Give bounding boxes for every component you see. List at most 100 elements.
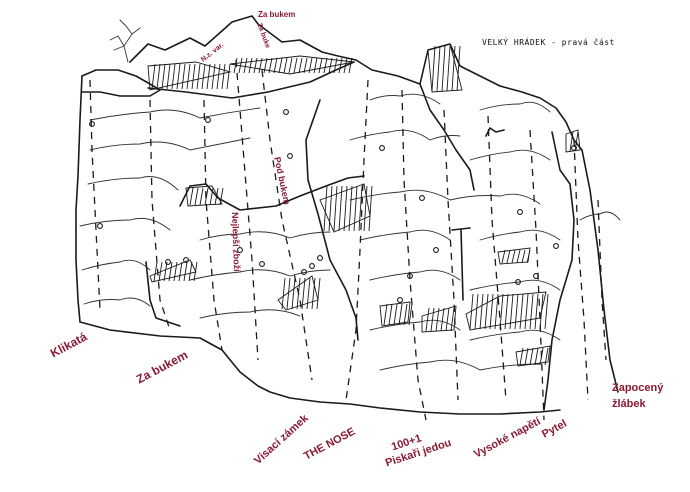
hatch-stroke: [348, 57, 353, 74]
hatch-stroke: [393, 303, 398, 326]
strata-line: [369, 319, 461, 331]
hatch-stroke: [168, 261, 173, 282]
label-zlabek: žlábek: [612, 398, 646, 410]
overhang-patch: [319, 183, 373, 233]
bolt-icon: [183, 257, 189, 263]
hatch-stroke: [206, 63, 211, 90]
hatch-stroke: [201, 63, 206, 90]
strata-line: [79, 217, 171, 231]
hatch-stroke: [479, 293, 484, 330]
label-za-bukem-top: Za bukem: [258, 10, 296, 19]
hatch-stroke: [506, 249, 511, 264]
hatch-stroke: [178, 261, 183, 282]
hatch-stroke: [173, 261, 178, 282]
strata-line: [349, 189, 541, 205]
hatch-stroke: [456, 45, 461, 92]
strata-line: [199, 309, 301, 319]
bolt-icon: [379, 145, 385, 151]
hatch-stroke: [238, 57, 243, 74]
bolt-icon: [419, 195, 425, 201]
left-boulder: [81, 69, 161, 97]
strata-line: [579, 211, 621, 221]
strata-line: [469, 279, 561, 291]
hatch-stroke: [450, 307, 455, 332]
nose-pillar: [305, 99, 359, 341]
hatch-stroke: [263, 57, 268, 74]
hatch-stroke: [445, 307, 450, 332]
hatch-stroke: [446, 45, 451, 92]
hatch-stroke: [574, 131, 579, 152]
hatch-stroke: [511, 249, 516, 264]
strata-line: [479, 101, 551, 113]
strata-line: [199, 231, 331, 241]
hatch-stroke: [343, 185, 348, 232]
route-line: [89, 79, 101, 311]
anchor-icon: [451, 227, 471, 301]
overhang-patch: [421, 305, 457, 333]
overhang-outline: [421, 305, 457, 333]
bolt-icon: [89, 121, 95, 127]
hatch-stroke: [191, 63, 196, 90]
hatch-stroke: [323, 185, 328, 232]
hatch-stroke: [171, 63, 176, 90]
hatch-stroke: [363, 185, 368, 232]
hatch-stroke: [306, 277, 311, 310]
hatch-stroke: [398, 303, 403, 326]
bolt-markers: [89, 109, 577, 303]
overhang-outline: [319, 183, 371, 233]
route-line: [487, 115, 507, 401]
hatch-stroke: [258, 57, 263, 74]
ridge-1: [147, 61, 355, 99]
hatch-stroke: [526, 249, 531, 264]
overhang-patch: [497, 247, 531, 265]
overhang-outline: [147, 61, 232, 91]
hatch-stroke: [484, 293, 489, 330]
hatch-stroke: [281, 277, 286, 310]
hatch-stroke: [268, 57, 273, 74]
hatch-stroke: [253, 57, 258, 74]
hatch-stroke: [544, 293, 549, 330]
overhang-outline: [565, 129, 581, 153]
hatch-stroke: [183, 261, 188, 282]
hatch-stroke: [176, 63, 181, 90]
bolt-icon: [571, 145, 577, 151]
bolt-icon: [397, 297, 403, 303]
hatch-stroke: [156, 63, 161, 90]
hatch-stroke: [193, 261, 198, 282]
hatch-stroke: [163, 261, 168, 282]
strata-line: [369, 269, 461, 281]
hatch-stroke: [569, 131, 574, 152]
hatch-stroke: [196, 63, 201, 90]
hatch-stroke: [383, 303, 388, 326]
hatch-stroke: [521, 249, 526, 264]
hatch-stroke: [181, 63, 186, 90]
hatch-stroke: [430, 307, 435, 332]
hatch-stroke: [318, 57, 323, 74]
hatch-stroke: [524, 347, 529, 366]
bolt-icon: [165, 259, 171, 265]
bolt-icon: [237, 247, 243, 253]
hatch-stroke: [333, 185, 338, 232]
hatch-stroke: [388, 303, 393, 326]
overhang-outline: [465, 291, 547, 331]
bolt-icon: [553, 243, 559, 249]
bolt-icon: [309, 263, 315, 269]
route-line: [443, 109, 459, 401]
hatch-stroke: [221, 63, 226, 90]
overhang-patch: [277, 275, 321, 311]
strata-line: [479, 229, 561, 241]
route-line: [235, 59, 259, 361]
hatch-stroke: [226, 63, 231, 90]
hatch-stroke: [298, 57, 303, 74]
hatch-stroke: [489, 293, 494, 330]
hatch-stroke: [358, 185, 363, 232]
ridge-2: [179, 175, 365, 211]
topo-title: VELKÝ HRÁDEK - pravá část: [482, 38, 615, 47]
strata-line: [83, 297, 151, 307]
left-wall: [75, 75, 561, 415]
hatch-stroke: [158, 261, 163, 282]
overhang-patch: [149, 259, 198, 283]
route-line: [261, 69, 313, 381]
hatch-stroke: [186, 63, 191, 90]
